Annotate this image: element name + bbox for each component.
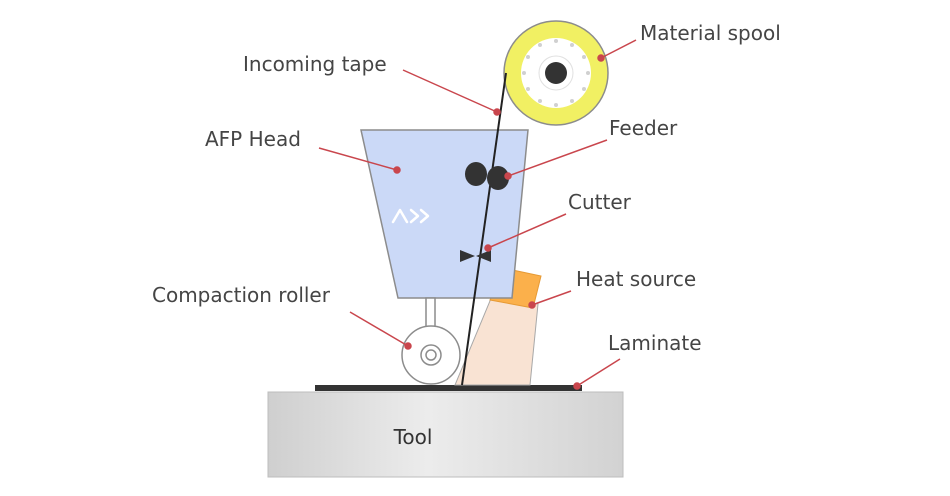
cutter-icon bbox=[460, 250, 491, 262]
tool-label: Tool bbox=[393, 425, 433, 449]
label-cutter: Cutter bbox=[568, 190, 632, 214]
leader-laminate bbox=[576, 358, 621, 387]
leader-cutter bbox=[487, 213, 567, 249]
label-laminate: Laminate bbox=[608, 331, 702, 355]
material-spool bbox=[503, 20, 609, 126]
label-compaction-roller: Compaction roller bbox=[152, 283, 331, 307]
compaction-roller bbox=[401, 325, 461, 385]
label-feeder: Feeder bbox=[609, 116, 678, 140]
leader-afp-head bbox=[318, 147, 398, 171]
afp-head-body bbox=[360, 129, 529, 299]
feeder-rollers bbox=[465, 162, 509, 190]
roller-arm bbox=[425, 297, 436, 329]
leader-feeder bbox=[507, 139, 608, 177]
laminate-strip bbox=[315, 385, 582, 391]
incoming-tape bbox=[461, 72, 507, 386]
label-material-spool: Material spool bbox=[640, 21, 781, 45]
leader-compaction-roller bbox=[349, 311, 409, 347]
tool-block bbox=[267, 391, 624, 478]
head-logo-icon bbox=[391, 208, 430, 224]
leader-heat-source bbox=[531, 290, 572, 306]
label-afp-head: AFP Head bbox=[205, 127, 301, 151]
leader-material-spool bbox=[600, 39, 637, 59]
label-incoming-tape: Incoming tape bbox=[243, 52, 387, 76]
label-heat-source: Heat source bbox=[576, 267, 696, 291]
leader-incoming-tape bbox=[402, 69, 498, 113]
